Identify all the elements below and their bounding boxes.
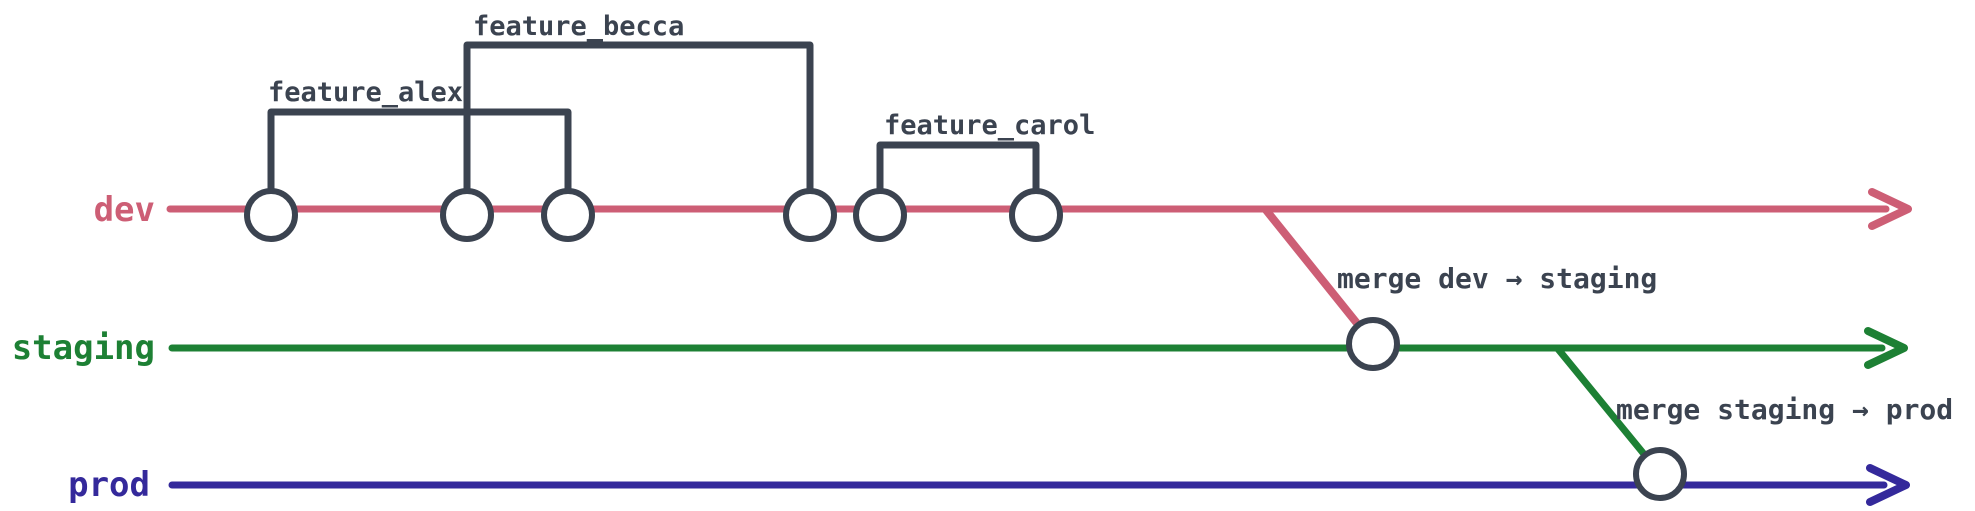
feature-carol-label: feature_carol — [884, 110, 1095, 141]
dev-commits — [244, 188, 1063, 242]
staging-merge-commit — [1346, 317, 1400, 371]
feature-alex-bracket-line — [267, 108, 572, 202]
staging-arrowhead-icon — [1864, 327, 1908, 369]
merge-staging-to-prod: merge staging → prod — [1554, 345, 1953, 474]
feature-carol-bracket: feature_carol — [876, 110, 1095, 202]
dev-branch-label: dev — [94, 190, 155, 230]
merge-dev-to-staging: merge dev → staging — [1262, 206, 1657, 346]
staging-branch-label: staging — [12, 328, 155, 368]
staging-branch: staging — [12, 327, 1908, 369]
merge-staging-prod-line — [1554, 345, 1661, 474]
prod-branch: prod — [68, 464, 1910, 506]
feature-alex-label: feature_alex — [268, 77, 463, 108]
feature-becca-label: feature_becca — [473, 11, 684, 42]
feature-becca-bracket-line — [463, 41, 814, 202]
merge-staging-prod-label: merge staging → prod — [1616, 393, 1953, 426]
dev-commit-1 — [244, 188, 298, 242]
dev-commit-3 — [541, 188, 595, 242]
dev-commit-6 — [1009, 188, 1063, 242]
dev-commit-4 — [783, 188, 837, 242]
merge-dev-staging-line — [1262, 206, 1376, 346]
prod-arrowhead-icon — [1866, 464, 1910, 506]
merge-dev-staging-label: merge dev → staging — [1337, 262, 1657, 295]
feature-carol-bracket-line — [876, 141, 1040, 202]
dev-commit-5 — [853, 188, 907, 242]
feature-becca-bracket: feature_becca — [463, 11, 814, 202]
dev-arrowhead-icon — [1868, 188, 1912, 230]
prod-merge-commit — [1633, 447, 1687, 501]
feature-alex-bracket: feature_alex — [267, 77, 572, 202]
prod-branch-label: prod — [68, 465, 150, 505]
dev-branch: dev — [94, 188, 1912, 230]
dev-commit-2 — [440, 188, 494, 242]
